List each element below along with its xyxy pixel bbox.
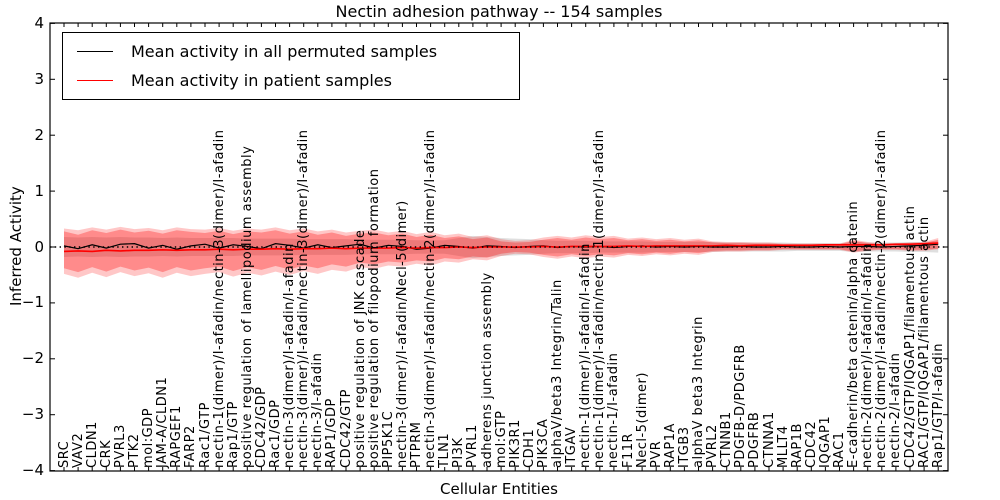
x-tick-label: nectin-3(dimer)/I-afadin/Necl-5(dimer) (394, 200, 410, 468)
chart-title: Nectin adhesion pathway -- 154 samples (335, 2, 663, 21)
y-tick-label: 2 (34, 125, 44, 144)
x-tick-label: CTNNA1 (761, 411, 777, 468)
x-tick-label: PDGFRB (747, 411, 763, 468)
x-tick-label: IQGAP1 (817, 415, 833, 468)
x-tick-label: CDC42/GTP (338, 389, 354, 468)
x-tick-label: FARP2 (183, 425, 199, 468)
x-axis-label: Cellular Entities (440, 480, 558, 498)
x-tick-label: RAC1/GTP/IQGAP1/filamentous actin (916, 216, 932, 468)
legend-line-swatch-patient (77, 79, 113, 81)
legend-item-label: Mean activity in all permuted samples (131, 42, 438, 62)
x-tick-label: F11R (620, 432, 636, 468)
x-tick-label: nectin-3(dimer)/I-afadin/nectin-2(dimer)… (423, 129, 439, 468)
patient-mean-line (63, 242, 939, 253)
y-tick-label: 3 (34, 69, 44, 88)
x-tick-label: VAV2 (70, 432, 86, 468)
legend-item-label: Mean activity in patient samples (131, 70, 392, 90)
x-tick-label: nectin-1/I-afadin (606, 352, 622, 468)
y-tick-label: 4 (34, 13, 44, 32)
x-tick-label: mol:GDP (141, 407, 157, 468)
x-tick-label: PI3K (451, 437, 467, 468)
x-tick-label: CTNNB1 (719, 411, 735, 468)
x-tick-label: ITGAV (564, 426, 580, 468)
x-tick-label: adherens junction assembly (479, 272, 495, 468)
x-tick-label: PVR (648, 440, 664, 468)
x-tick-label: RAC1 (832, 431, 847, 468)
legend-line-swatch-permuted (77, 51, 113, 53)
x-tick-label: Rac1/GTP (197, 402, 213, 468)
x-tick-label: JAM-A/CLDN1 (155, 376, 171, 468)
x-tick-label: RAP1/GDP (324, 398, 340, 468)
y-tick-label: −3 (21, 405, 44, 424)
x-tick-label: nectin-2/I-afadin (888, 352, 904, 468)
x-tick-label: positive regulation of lamellipodium ass… (239, 145, 255, 468)
x-tick-label: Rap1/GTP (225, 400, 241, 468)
x-tick-label: nectin-2(dimer)/I-afadin/I-afadin (860, 243, 876, 468)
x-tick-label: SRC (56, 440, 72, 468)
x-tick-label: PDGFB-D/PDGFRB (733, 344, 749, 468)
x-tick-label: RAP1A (662, 423, 678, 468)
x-tick-label: nectin-3/I-afadin (310, 352, 326, 468)
legend: Mean activity in all permuted samples Me… (62, 32, 520, 100)
x-tick-label: MLLT4 (775, 425, 791, 468)
x-tick-label: CDC42/GDP (253, 386, 269, 468)
patient-samples-band-inner (64, 229, 939, 273)
x-tick-label: PIK3R1 (507, 419, 523, 468)
y-tick-label: −1 (21, 293, 44, 312)
x-tick-label: Necl-5(dimer) (634, 372, 650, 468)
x-tick-label: CRK (98, 439, 114, 468)
x-tick-label: PVRL3 (112, 424, 128, 468)
x-tick-label: TLN1 (437, 432, 453, 468)
x-tick-label: PVRL2 (705, 424, 721, 468)
x-tick-label: nectin-1(dimer)/I-afadin/nectin-3(dimer)… (211, 129, 227, 468)
x-tick-label: ITGB3 (676, 426, 692, 468)
legend-item: Mean activity in patient samples (63, 71, 519, 90)
x-tick-label: RAPGEF1 (169, 405, 185, 468)
x-tick-label: CDH1 (521, 428, 537, 468)
x-tick-label: PVRL1 (465, 424, 481, 468)
x-tick-label: nectin-1(dimer)/I-afadin/I-afadin (578, 243, 594, 468)
x-tick-label: alphaV beta3 Integrin (691, 316, 706, 468)
x-tick-label: nectin-3(dimer)/I-afadin/nectin-3(dimer)… (296, 129, 312, 468)
x-tick-label: CDC42/GTP/IQGAP1/filamentous actin (902, 205, 918, 468)
x-tick-label: PTK2 (127, 433, 142, 468)
legend-item: Mean activity in all permuted samples (63, 42, 519, 61)
patient-samples-band-outer (64, 226, 939, 278)
x-tick-label: nectin-3(dimer)/I-afadin/I-afadin (282, 243, 298, 468)
x-tick-label: PIK3CA (535, 418, 551, 468)
x-tick-label: E-cadherin/beta catenin/alpha catenin (846, 200, 862, 468)
x-tick-label: nectin-2(dimer)/I-afadin/nectin-2(dimer)… (874, 129, 890, 468)
x-tick-label: RAP1B (789, 423, 805, 468)
x-tick-label: positive regulation of JNK cascade (352, 229, 368, 468)
x-tick-label: CLDN1 (84, 421, 100, 468)
y-tick-label: −2 (21, 349, 44, 368)
x-tick-label: Rap1/GTP/I-afadin (930, 342, 946, 468)
x-tick-label: alphaV/beta3 Integrin/Talin (550, 279, 565, 468)
x-tick-label: CDC42 (803, 420, 819, 468)
y-tick-label: 0 (34, 237, 44, 256)
y-tick-label: 1 (34, 181, 44, 200)
x-tick-label: nectin-1(dimer)/I-afadin/nectin-1(dimer)… (592, 129, 608, 468)
x-tick-label: mol:GTP (493, 410, 509, 469)
y-tick-label: −4 (21, 461, 44, 480)
x-tick-label: positive regulation of filopodium format… (366, 168, 382, 468)
x-tick-label: PIP5K1C (380, 410, 396, 468)
x-tick-label: Rac1/GDP (268, 399, 283, 468)
x-tick-label: PTPRM (409, 421, 424, 468)
